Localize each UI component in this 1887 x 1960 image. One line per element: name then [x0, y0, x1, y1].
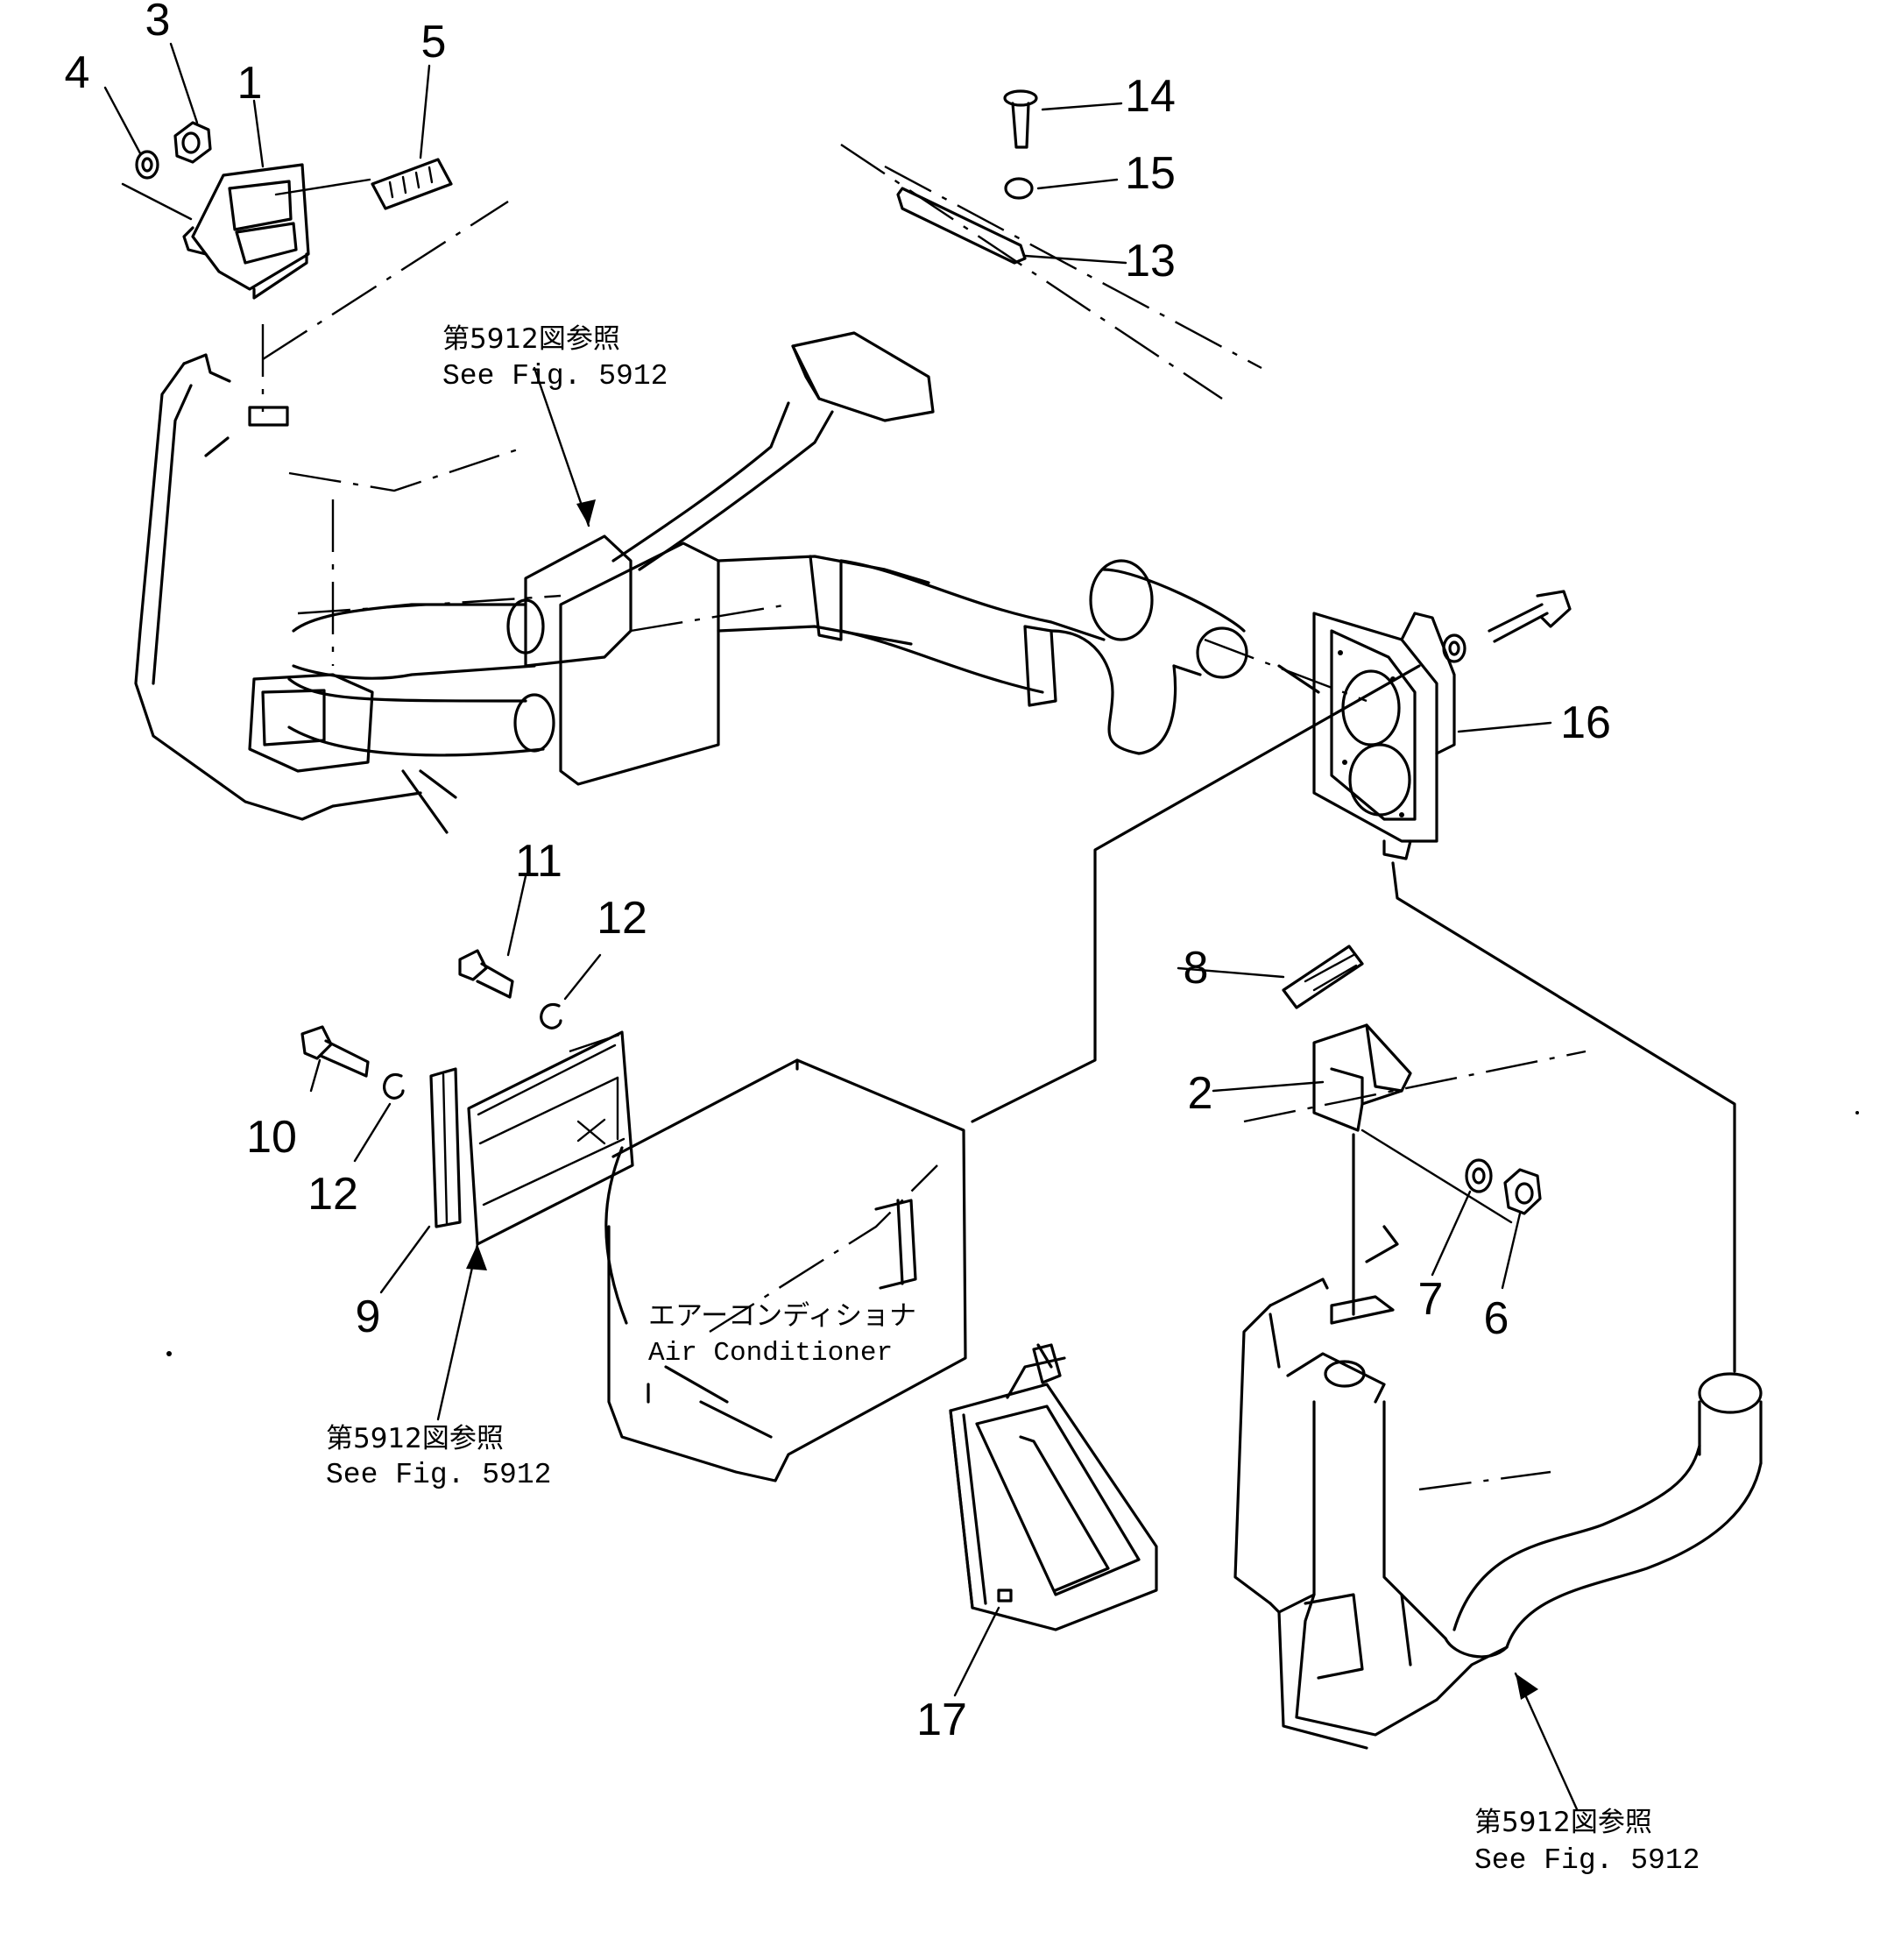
- part-4-washer: [135, 150, 159, 180]
- part-10-bolt: [300, 1025, 370, 1078]
- callout-13: 13: [1125, 236, 1176, 287]
- callout-1: 1: [237, 58, 263, 109]
- part-7-washer: [1465, 1158, 1493, 1193]
- callout-4: 4: [65, 47, 90, 98]
- part-5-grille: [274, 158, 453, 210]
- reference-arrows: [436, 366, 1579, 1811]
- panel-cover: [467, 1030, 634, 1246]
- lower-right-frame: [1233, 1129, 1763, 1750]
- reference-note-en: See Fig. 5912: [1474, 1844, 1700, 1877]
- reference-note-ja: 第5912図参照: [442, 323, 620, 355]
- callout-9: 9: [356, 1291, 381, 1342]
- part-8-grille: [1282, 945, 1364, 1009]
- upper-ducts: [248, 331, 1248, 786]
- reference-note-upper: 第5912図参照 See Fig. 5912: [442, 323, 668, 393]
- part-6-nut: [1503, 1168, 1542, 1215]
- speck: [1855, 1111, 1859, 1114]
- speck: [166, 1351, 172, 1356]
- part-14-bolt: [1003, 89, 1038, 149]
- callout-14: 14: [1125, 71, 1176, 122]
- callout-12-upper: 12: [597, 893, 647, 944]
- leader-lines: [103, 42, 1552, 1697]
- callout-11: 11: [515, 836, 562, 887]
- part-12-washer-upper: [540, 1002, 562, 1030]
- routing-lines: [971, 664, 1736, 1373]
- callout-6: 6: [1484, 1293, 1509, 1344]
- reference-note-en: See Fig. 5912: [442, 360, 668, 393]
- air-conditioner-unit: [604, 1058, 967, 1482]
- callout-5: 5: [421, 17, 447, 67]
- part-17-filter-box: [949, 1343, 1158, 1631]
- part-1-vent-bracket: [121, 163, 310, 300]
- part-11-bolt: [458, 949, 514, 999]
- part-16-housing: [1312, 612, 1456, 860]
- part-12-washer-lower: [383, 1072, 405, 1100]
- reference-note-middle: 第5912図参照 See Fig. 5912: [326, 1423, 551, 1491]
- callout-3: 3: [145, 0, 171, 46]
- callout-labels: 1 2 3 4 5 6 7 8 9 10 11 12 12 13 14 15 1…: [65, 0, 1611, 1745]
- callout-12-lower: 12: [307, 1169, 358, 1220]
- callout-16: 16: [1560, 697, 1611, 748]
- air-conditioner-label-en: Air Conditioner: [648, 1338, 893, 1369]
- callout-15: 15: [1125, 148, 1176, 199]
- reference-note-ja: 第5912図参照: [326, 1423, 504, 1454]
- part-9-strip: [429, 1067, 462, 1228]
- reference-note-en: See Fig. 5912: [326, 1459, 551, 1491]
- part-13-strap: [896, 187, 1027, 265]
- reference-note-ja: 第5912図参照: [1474, 1807, 1652, 1838]
- reference-note-lower: 第5912図参照 See Fig. 5912: [1474, 1807, 1700, 1877]
- callout-2: 2: [1188, 1068, 1213, 1119]
- callout-7: 7: [1418, 1274, 1444, 1325]
- upper-cab-frame: [134, 353, 457, 834]
- part-3-nut: [173, 121, 212, 164]
- callout-8: 8: [1184, 943, 1209, 994]
- air-conditioner-label: エアーコンディショナ Air Conditioner: [648, 1301, 916, 1369]
- part-16-bolt: [1442, 590, 1572, 663]
- callout-10: 10: [246, 1112, 297, 1163]
- callout-17: 17: [916, 1695, 967, 1745]
- air-conditioner-label-ja: エアーコンディショナ: [648, 1301, 916, 1334]
- part-15-washer: [1004, 177, 1034, 200]
- part-2-outlet: [1312, 1023, 1412, 1132]
